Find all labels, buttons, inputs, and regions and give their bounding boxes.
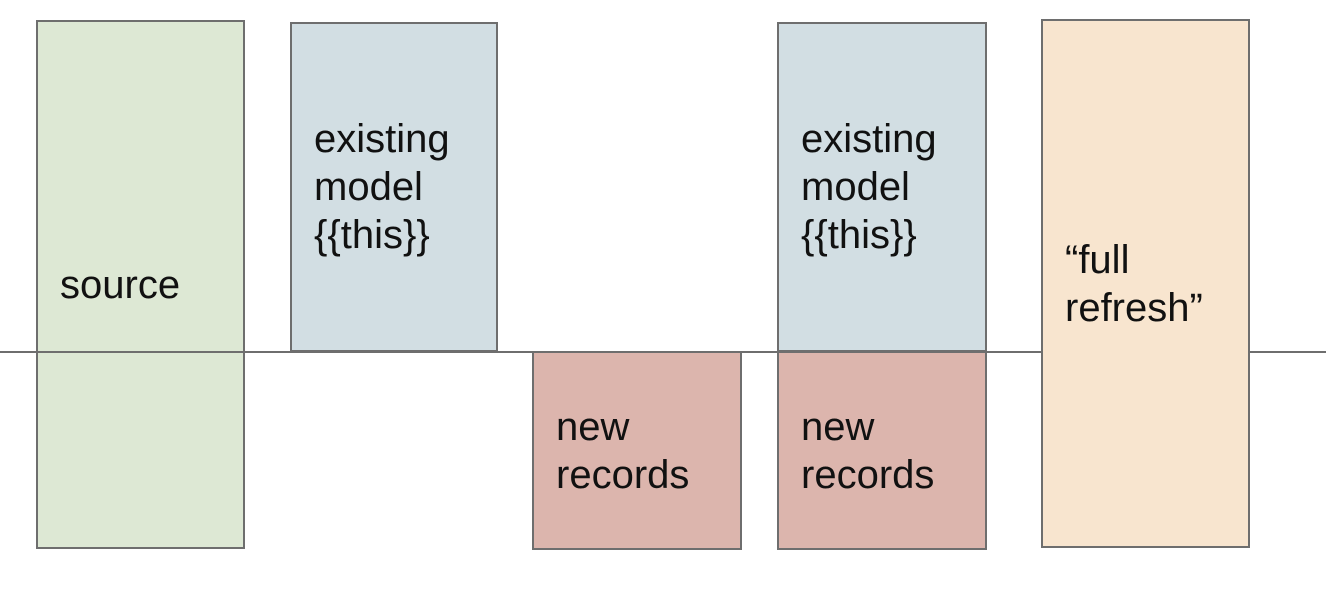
existing-model-1-label-line-2: model	[314, 165, 423, 209]
new-records-box-2: new records	[777, 351, 987, 550]
full-refresh-box: “full refresh”	[1041, 19, 1250, 548]
new-records-2-label-line-1: new	[801, 404, 875, 449]
full-refresh-label-line-2: refresh”	[1065, 285, 1203, 330]
new-records-box-1: new records	[532, 351, 742, 550]
source-box: source	[36, 20, 245, 549]
new-records-1-label-line-2: records	[556, 452, 690, 497]
existing-model-2-label-line-1: existing	[801, 117, 937, 161]
new-records-1-label-line-1: new	[556, 404, 630, 449]
existing-model-box-1: existing model {{this}}	[290, 22, 498, 352]
existing-model-2-label-line-3: {{this}}	[801, 213, 917, 257]
existing-model-1-label-line-3: {{this}}	[314, 213, 430, 257]
source-label: source	[60, 262, 181, 307]
existing-model-box-2: existing model {{this}}	[777, 22, 987, 352]
existing-model-2-label-line-2: model	[801, 165, 910, 209]
new-records-2-label-line-2: records	[801, 452, 935, 497]
full-refresh-label-line-1: “full	[1065, 237, 1130, 282]
existing-model-1-label-line-1: existing	[314, 117, 450, 161]
